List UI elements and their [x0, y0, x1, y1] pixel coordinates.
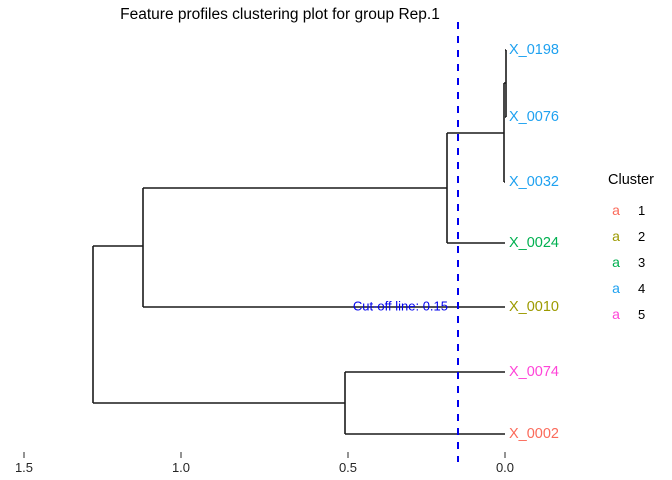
legend-key-icon: a — [612, 306, 620, 322]
legend-item-label: 1 — [638, 202, 646, 218]
leaf-label-x_0032: X_0032 — [509, 174, 559, 190]
axis-tick-label: 1.5 — [15, 460, 33, 475]
legend-item-label: 4 — [638, 280, 646, 296]
legend-key-icon: a — [612, 202, 620, 218]
axis-tick-label: 0.0 — [496, 460, 514, 475]
axis-tick-label: 1.0 — [172, 460, 190, 475]
dendrogram-branches — [92, 49, 507, 435]
cutoff-label: Cut-off line: 0.15 — [353, 298, 448, 313]
legend-key-icon: a — [612, 254, 620, 270]
legend-key-icon: a — [612, 228, 620, 244]
leaf-labels: X_0198X_0076X_0032X_0024X_0010X_0074X_00… — [509, 42, 559, 442]
leaf-label-x_0002: X_0002 — [509, 426, 559, 442]
legend-item-label: 3 — [638, 254, 646, 270]
leaf-label-x_0010: X_0010 — [509, 299, 559, 315]
legend-item-label: 2 — [638, 228, 646, 244]
x-axis: 1.5 1.0 0.5 0.0 — [15, 452, 514, 475]
leaf-label-x_0024: X_0024 — [509, 235, 559, 251]
leaf-label-x_0198: X_0198 — [509, 42, 559, 58]
leaf-label-x_0076: X_0076 — [509, 109, 559, 125]
cutoff-text: Cut-off line: 0.15 — [353, 298, 448, 313]
legend-title: Cluster — [608, 172, 654, 188]
legend-key-icon: a — [612, 280, 620, 296]
axis-tick-label: 0.5 — [339, 460, 357, 475]
page-title: Feature profiles clustering plot for gro… — [120, 6, 440, 23]
legend-item-label: 5 — [638, 306, 646, 322]
leaf-label-x_0074: X_0074 — [509, 364, 559, 380]
